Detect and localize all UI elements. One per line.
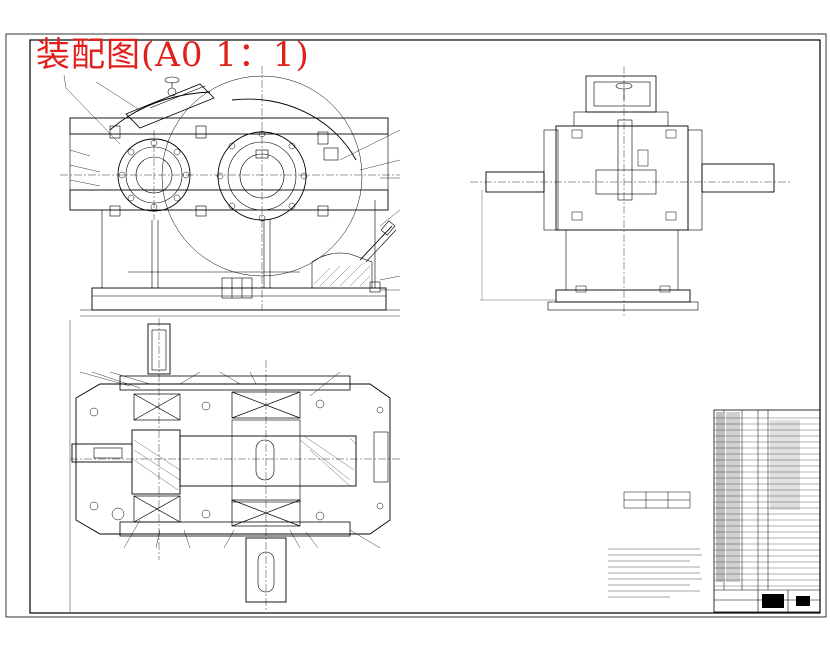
top-section-view — [69, 318, 400, 612]
parts-list-table — [713, 409, 821, 613]
outer-frame — [5, 33, 827, 618]
front-view — [60, 66, 401, 317]
side-view — [470, 66, 790, 316]
inner-frame — [29, 39, 821, 614]
title-block — [714, 589, 820, 612]
sheet-title: 装配图(A0 1：1) — [36, 35, 310, 75]
parts-list-rows — [714, 417, 820, 587]
technical-notes — [608, 548, 702, 598]
parts-list-fill — [716, 412, 800, 582]
tech-parameter-table — [623, 491, 691, 509]
